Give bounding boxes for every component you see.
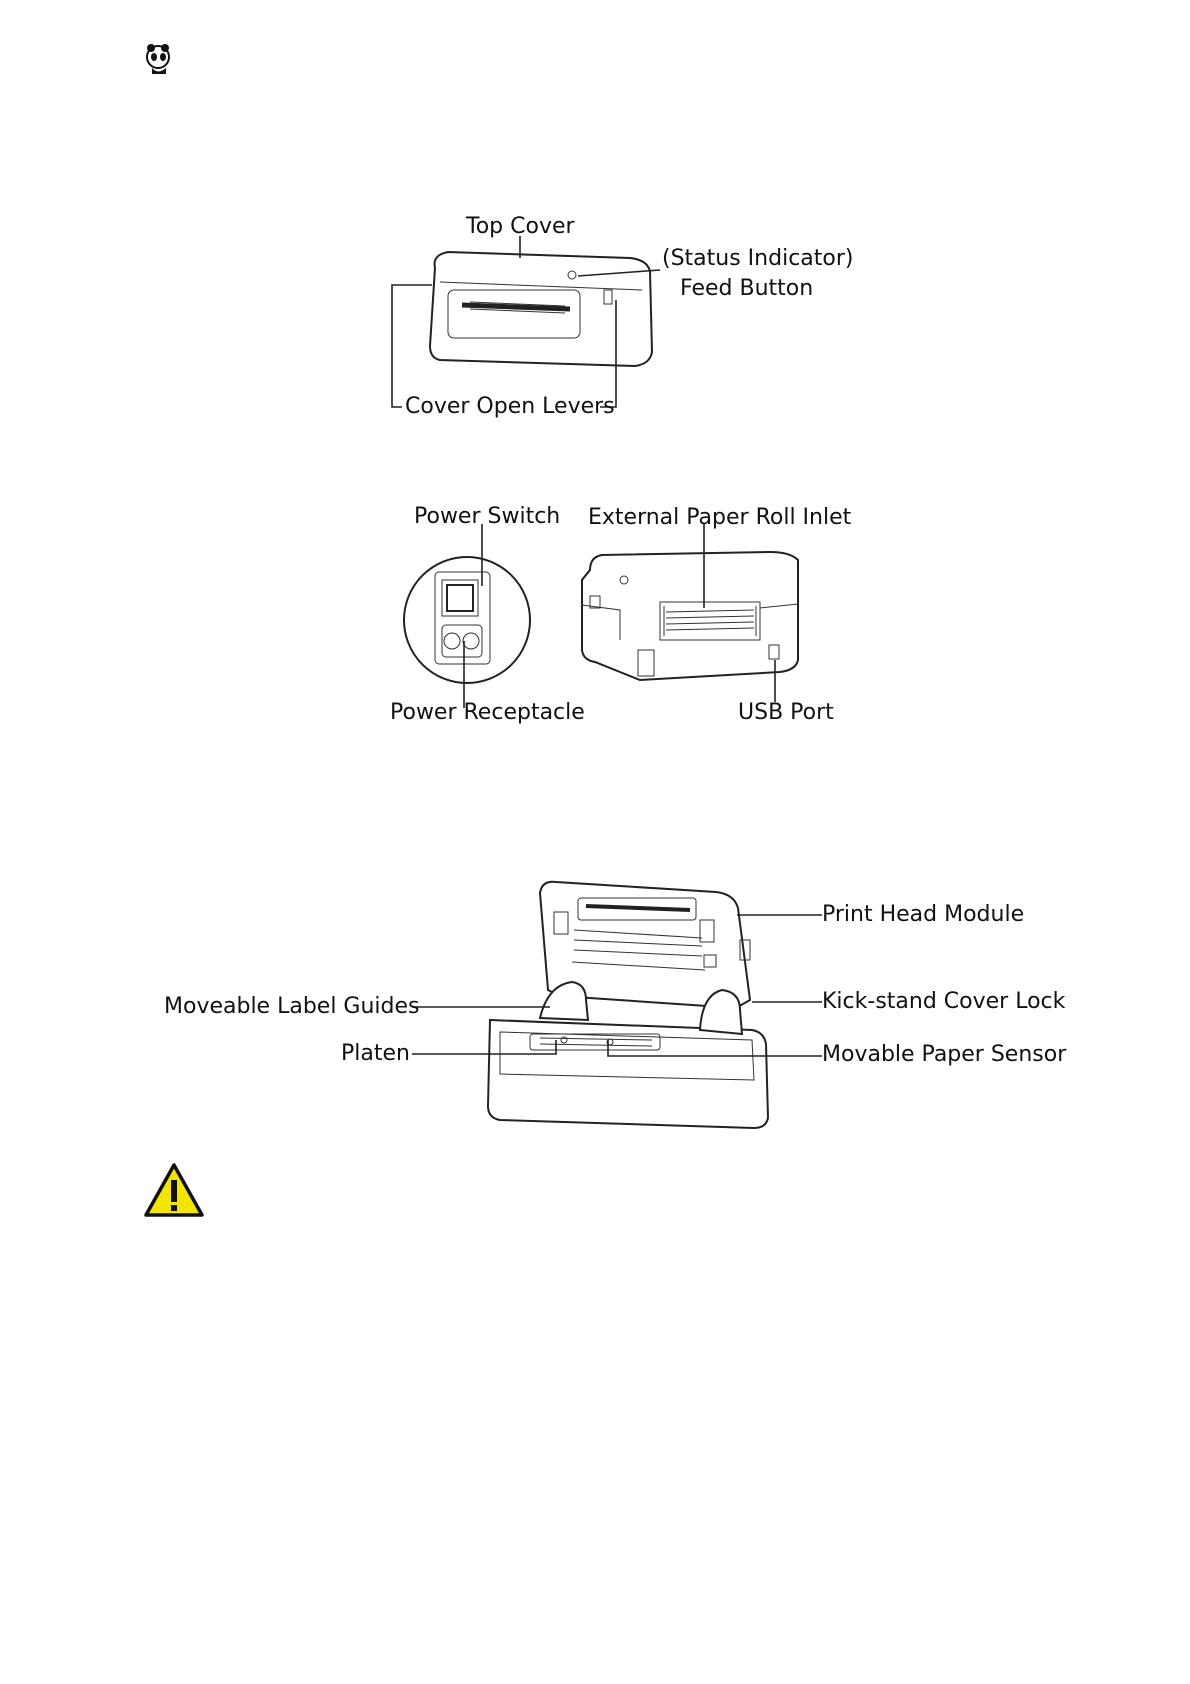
warning-triangle-icon — [143, 1162, 205, 1218]
label-print-head-module: Print Head Module — [822, 904, 1024, 926]
printer-open-illustration — [0, 0, 1190, 1140]
label-moveable-label-guides: Moveable Label Guides — [164, 996, 420, 1018]
label-kick-stand-cover-lock: Kick-stand Cover Lock — [822, 991, 1065, 1013]
label-movable-paper-sensor: Movable Paper Sensor — [822, 1044, 1066, 1066]
label-platen: Platen — [341, 1043, 410, 1065]
